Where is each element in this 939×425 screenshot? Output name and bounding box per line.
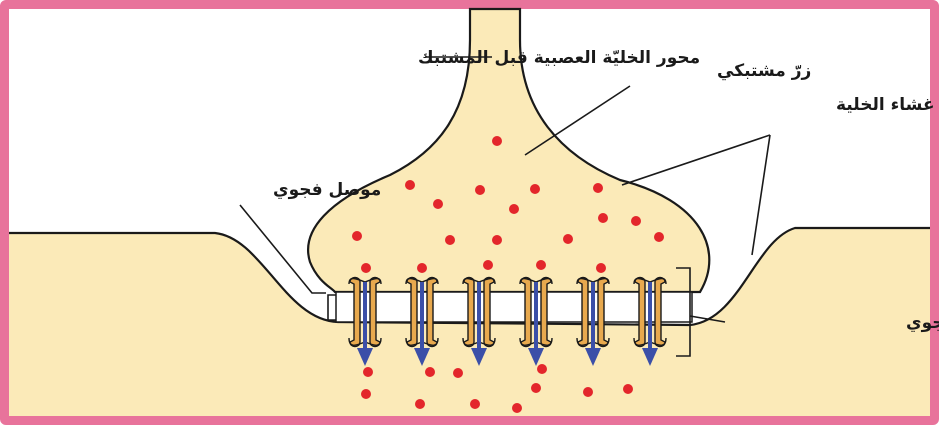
vesicle [631,216,641,226]
vesicle [623,384,633,394]
ion-flow-arrowhead [357,348,373,366]
channel-bracket [676,267,691,357]
gap-junction-channel [405,276,439,366]
vesicle [433,199,443,209]
label-gap-junction-channel: قناة موصل فجوي [906,313,939,333]
ion-flow-arrowhead [528,348,544,366]
ion-flow-arrowhead [585,348,601,366]
vesicle [352,231,362,241]
vesicle [470,399,480,409]
label-gap-junction: موصل فجوي [273,180,381,200]
vesicle [492,136,502,146]
synaptic-vesicles [352,136,664,413]
vesicle [417,263,427,273]
vesicle [596,263,606,273]
leader-lines [239,56,771,357]
gap-junction-bracket [327,294,336,321]
ion-flow-arrowhead [471,348,487,366]
synaptic-gap [335,291,693,323]
gap-junction-channel [462,276,496,366]
vesicle [537,364,547,374]
postsynaptic-membrane [9,226,930,327]
vesicle [453,368,463,378]
channel-leader-line [689,315,726,323]
gap-junction-channel [519,276,553,366]
vesicle [475,185,485,195]
ion-flow-arrowhead [642,348,658,366]
vesicle [509,204,519,214]
vesicle [363,367,373,377]
label-presynaptic-axon: محور الخليّة العصبية قبل المشتبك [418,48,700,68]
vesicle [445,235,455,245]
label-cell-membrane: غشاء الخلية [836,95,935,115]
vesicle [405,180,415,190]
vesicle [563,234,573,244]
ion-flow-arrowhead [414,348,430,366]
label-synaptic-knob: زرّ مشتبكي [717,61,811,81]
vesicle [512,403,522,413]
postsynaptic-cell [9,228,930,416]
vesicle [415,399,425,409]
vesicle [583,387,593,397]
presynaptic-terminal [307,7,711,294]
gap-junction-channel [633,276,667,366]
vesicle [536,260,546,270]
vesicle [530,184,540,194]
gap-junction-channel [576,276,610,366]
vesicle [425,367,435,377]
membrane-leader-line-2 [751,134,771,256]
vesicle [361,263,371,273]
vesicle [492,235,502,245]
vesicle [598,213,608,223]
gap-junction-channels [348,276,667,366]
vesicle [654,232,664,242]
vesicle [361,389,371,399]
vesicle [593,183,603,193]
membrane-leader-line-1 [621,134,771,186]
knob-leader-line [524,85,631,156]
gap-junction-leader-line [239,204,326,294]
vesicle [531,383,541,393]
vesicle [483,260,493,270]
gap-junction-channel [348,276,382,366]
